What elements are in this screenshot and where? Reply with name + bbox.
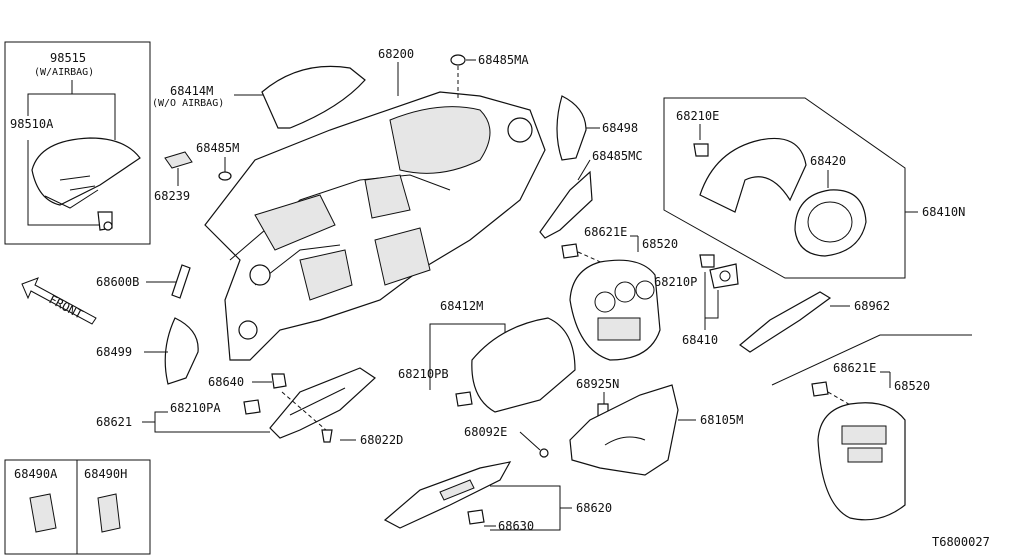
label-98510A: 98510A — [10, 117, 54, 131]
clip-68210P-part — [699, 254, 715, 268]
label-68414M: 68414M — [170, 84, 213, 98]
airbag-module-part — [31, 137, 141, 231]
top-cover-part — [261, 65, 366, 129]
glove-box-68621-part — [269, 367, 376, 439]
pad-68239-part — [164, 151, 193, 169]
label-68620: 68620 — [576, 501, 612, 515]
label-68490A: 68490A — [14, 467, 58, 481]
meter-68420-part — [794, 189, 867, 257]
label-68490H: 68490H — [84, 467, 127, 481]
label-68210PB: 68210PB — [398, 367, 449, 381]
label-68925N: 68925N — [576, 377, 619, 391]
label-68520-a: 68520 — [642, 237, 678, 251]
label-68412M: 68412M — [440, 299, 483, 313]
clip-68485MA-part — [450, 54, 466, 66]
striker-68640-part — [271, 373, 287, 389]
label-68485MA: 68485MA — [478, 53, 529, 67]
label-68962: 68962 — [854, 299, 890, 313]
diagram-id: T6800027 — [932, 535, 990, 549]
label-68210E: 68210E — [676, 109, 719, 123]
label-front: FRONT — [47, 292, 85, 321]
label-68200: 68200 — [378, 47, 414, 61]
clip-68210PA-part — [243, 399, 261, 415]
lid-68412M-part — [471, 317, 576, 413]
label-68485MC: 68485MC — [592, 149, 643, 163]
blank-68490H-part — [97, 493, 121, 533]
label-68022D: 68022D — [360, 433, 403, 447]
clip-68210PB-part — [455, 391, 473, 407]
clip-68621E-a-part — [561, 243, 579, 259]
blank-68490A-part — [29, 493, 57, 533]
clip-68630-part — [467, 509, 485, 525]
label-68621E-a: 68621E — [584, 225, 627, 239]
label-68239: 68239 — [154, 189, 190, 203]
clip-68210E-part — [693, 143, 709, 157]
bracket-68485MC-part — [539, 170, 593, 239]
label-68210PA: 68210PA — [170, 401, 221, 415]
switch-blank-box: 68490A 68490H — [4, 459, 151, 555]
clip-68485M-part — [218, 171, 232, 181]
label-68499: 68499 — [96, 345, 132, 359]
finisher-68962-part — [739, 291, 832, 353]
center-cluster-68520-b-part — [817, 402, 906, 521]
label-68485M: 68485M — [196, 141, 239, 155]
label-68105M: 68105M — [700, 413, 743, 427]
label-68210P: 68210P — [654, 275, 697, 289]
label-wo-airbag: (W/O AIRBAG) — [152, 98, 224, 109]
label-68420: 68420 — [810, 154, 846, 168]
side-cover-68499-part — [164, 317, 199, 385]
meter-cluster-box — [663, 97, 906, 279]
label-68410: 68410 — [682, 333, 718, 347]
airbag-inset: 98515 (W/AIRBAG) 98510A — [4, 41, 151, 245]
label-68621: 68621 — [96, 415, 132, 429]
label-68498: 68498 — [602, 121, 638, 135]
label-68520-b: 68520 — [894, 379, 930, 393]
meter-hood-68410N-part — [699, 137, 807, 213]
instrument-panel-part — [204, 91, 546, 361]
clip-68092E-part — [539, 448, 549, 458]
bracket-68600B-part — [171, 264, 191, 299]
label-68600B: 68600B — [96, 275, 139, 289]
label-68640: 68640 — [208, 375, 244, 389]
label-68410N: 68410N — [922, 205, 965, 219]
label-68630: 68630 — [498, 519, 534, 533]
side-cover-68498-part — [556, 95, 587, 161]
switch-68410-part — [709, 263, 739, 289]
label-98515: 98515 — [50, 51, 86, 65]
lower-cover-68105M-part — [569, 384, 679, 476]
screw-68022D-part — [321, 429, 333, 443]
clip-68621E-b-part — [811, 381, 829, 397]
label-68092E: 68092E — [464, 425, 507, 439]
label-68621E-b: 68621E — [833, 361, 876, 375]
front-arrow: FRONT — [21, 277, 97, 325]
label-w-airbag: (W/AIRBAG) — [34, 67, 94, 78]
center-cluster-68520-part — [569, 259, 661, 361]
